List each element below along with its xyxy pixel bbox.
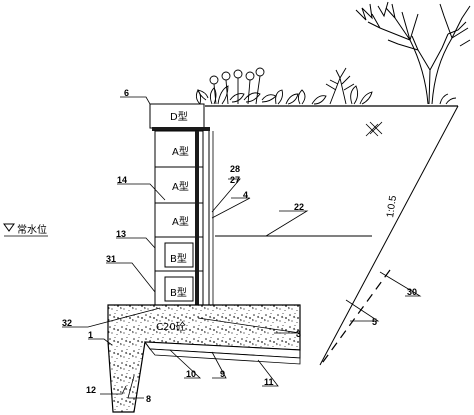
b-type-label-1: B型 <box>170 252 187 265</box>
callout-4: 4 <box>243 190 248 200</box>
ground-surface <box>205 105 459 366</box>
a-type-label-3: A型 <box>172 215 189 228</box>
anchor-rod <box>195 131 199 323</box>
plants-illustration <box>195 67 457 105</box>
excavation-dashed-line <box>319 269 391 367</box>
callout-13: 13 <box>116 229 126 239</box>
slope-ratio-label: 1:0.5 <box>385 194 399 218</box>
water-level-icon <box>3 223 15 232</box>
callout-5: 5 <box>372 317 377 327</box>
leader-lines <box>62 96 422 399</box>
rear-filter-layers <box>202 131 214 305</box>
callout-22: 22 <box>294 202 304 212</box>
callout-31: 31 <box>106 254 116 264</box>
callout-12: 12 <box>86 385 96 395</box>
callout-27: 27 <box>230 175 240 185</box>
callout-11: 11 <box>264 377 274 387</box>
callout-1: 1 <box>88 330 93 340</box>
b-type-label-2: B型 <box>170 286 187 299</box>
callout-8: 8 <box>146 394 151 404</box>
callout-6: 6 <box>124 88 129 98</box>
callout-14: 14 <box>117 175 127 185</box>
soil-hatch-symbol <box>365 121 383 137</box>
drainage-layers <box>143 341 301 365</box>
callout-32: 32 <box>62 318 72 328</box>
d-type-block: D型 <box>149 103 205 129</box>
callout-numbers: 6 14 13 31 32 1 12 8 10 9 11 3 28 27 4 2… <box>62 88 417 404</box>
callout-30: 30 <box>407 287 417 297</box>
water-level-label: 常水位 <box>17 223 47 236</box>
a-type-label-1: A型 <box>172 145 189 158</box>
water-level: 常水位 <box>3 223 372 237</box>
callout-28: 28 <box>230 164 240 174</box>
callout-9: 9 <box>220 369 225 379</box>
foundation-label: C20砼 <box>156 320 186 333</box>
tree-illustration <box>355 1 471 105</box>
callout-10: 10 <box>186 369 196 379</box>
callout-3: 3 <box>296 329 301 339</box>
concrete-foundation <box>107 304 301 413</box>
cap-strip <box>152 127 210 131</box>
d-type-label: D型 <box>170 110 188 123</box>
a-type-label-2: A型 <box>172 180 189 193</box>
